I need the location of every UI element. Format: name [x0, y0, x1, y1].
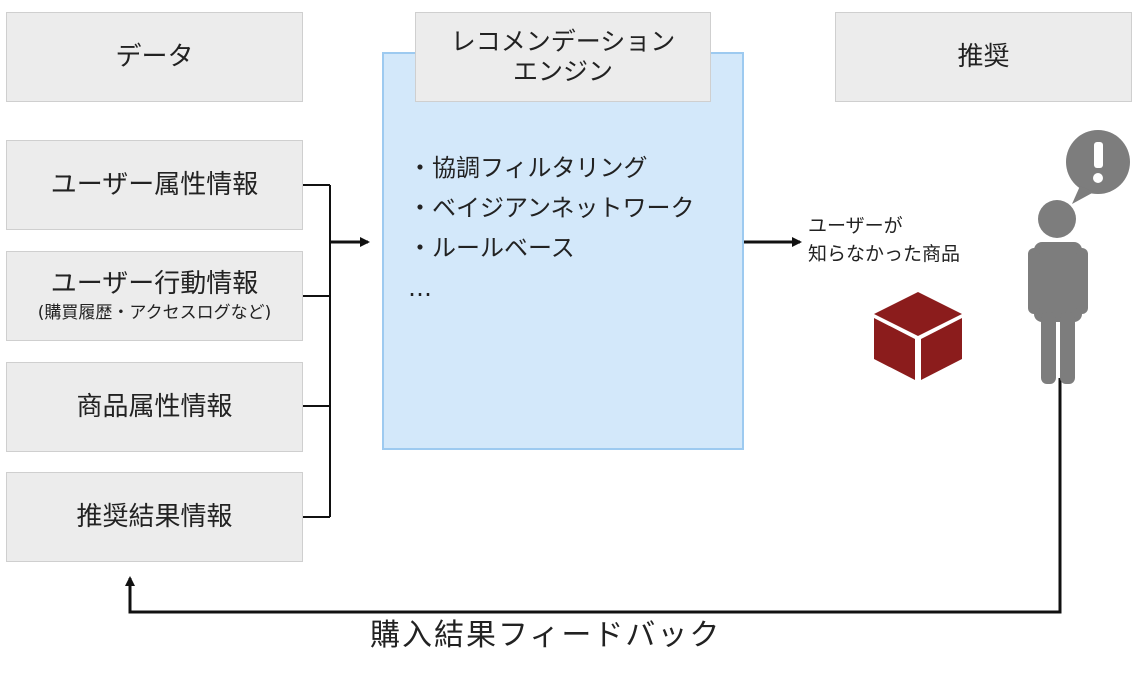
engine-header-line1: レコメンデーション: [450, 27, 676, 56]
data-column-header: データ: [6, 12, 303, 102]
recommend-header-label: 推奨: [957, 42, 1010, 72]
engine-column-header: レコメンデーション エンジン: [415, 12, 711, 102]
recommend-column-header: 推奨: [835, 12, 1132, 102]
output-label-line1: ユーザーが: [808, 215, 903, 237]
source-recommendation-results: 推奨結果情報: [6, 472, 303, 562]
method-item: ・ルールベース: [408, 234, 575, 262]
method-item: ・ベイジアンネットワーク: [408, 194, 695, 222]
source-bracket: [303, 184, 331, 518]
method-item: ・協調フィルタリング: [408, 154, 648, 182]
person-icon: [1028, 200, 1088, 384]
source-label: ユーザー行動情報: [50, 269, 259, 299]
source-user-behavior: ユーザー行動情報 (購買履歴・アクセスログなど): [6, 251, 303, 341]
exclamation-speech-bubble-icon: [1066, 130, 1130, 204]
recommendation-engine-panel: [382, 52, 744, 450]
source-label: ユーザー属性情報: [50, 170, 259, 200]
feedback-loop-line: [125, 378, 1062, 614]
engine-header-line2: エンジン: [512, 57, 613, 86]
data-header-label: データ: [115, 42, 194, 72]
output-label: ユーザーが 知らなかった商品: [808, 212, 960, 268]
engine-method-list: ・協調フィルタリング ・ベイジアンネットワーク ・ルールベース …: [408, 148, 695, 308]
source-product-attributes: 商品属性情報: [6, 362, 303, 452]
output-label-line2: 知らなかった商品: [808, 243, 961, 265]
product-box-icon: [874, 292, 962, 380]
source-sublabel: (購買履歴・アクセスログなど): [37, 303, 272, 323]
source-user-attributes: ユーザー属性情報: [6, 140, 303, 230]
method-item: …: [408, 274, 432, 302]
feedback-label: 購入結果フィードバック: [370, 618, 722, 653]
source-label: 推奨結果情報: [76, 502, 233, 532]
source-label: 商品属性情報: [76, 392, 233, 422]
